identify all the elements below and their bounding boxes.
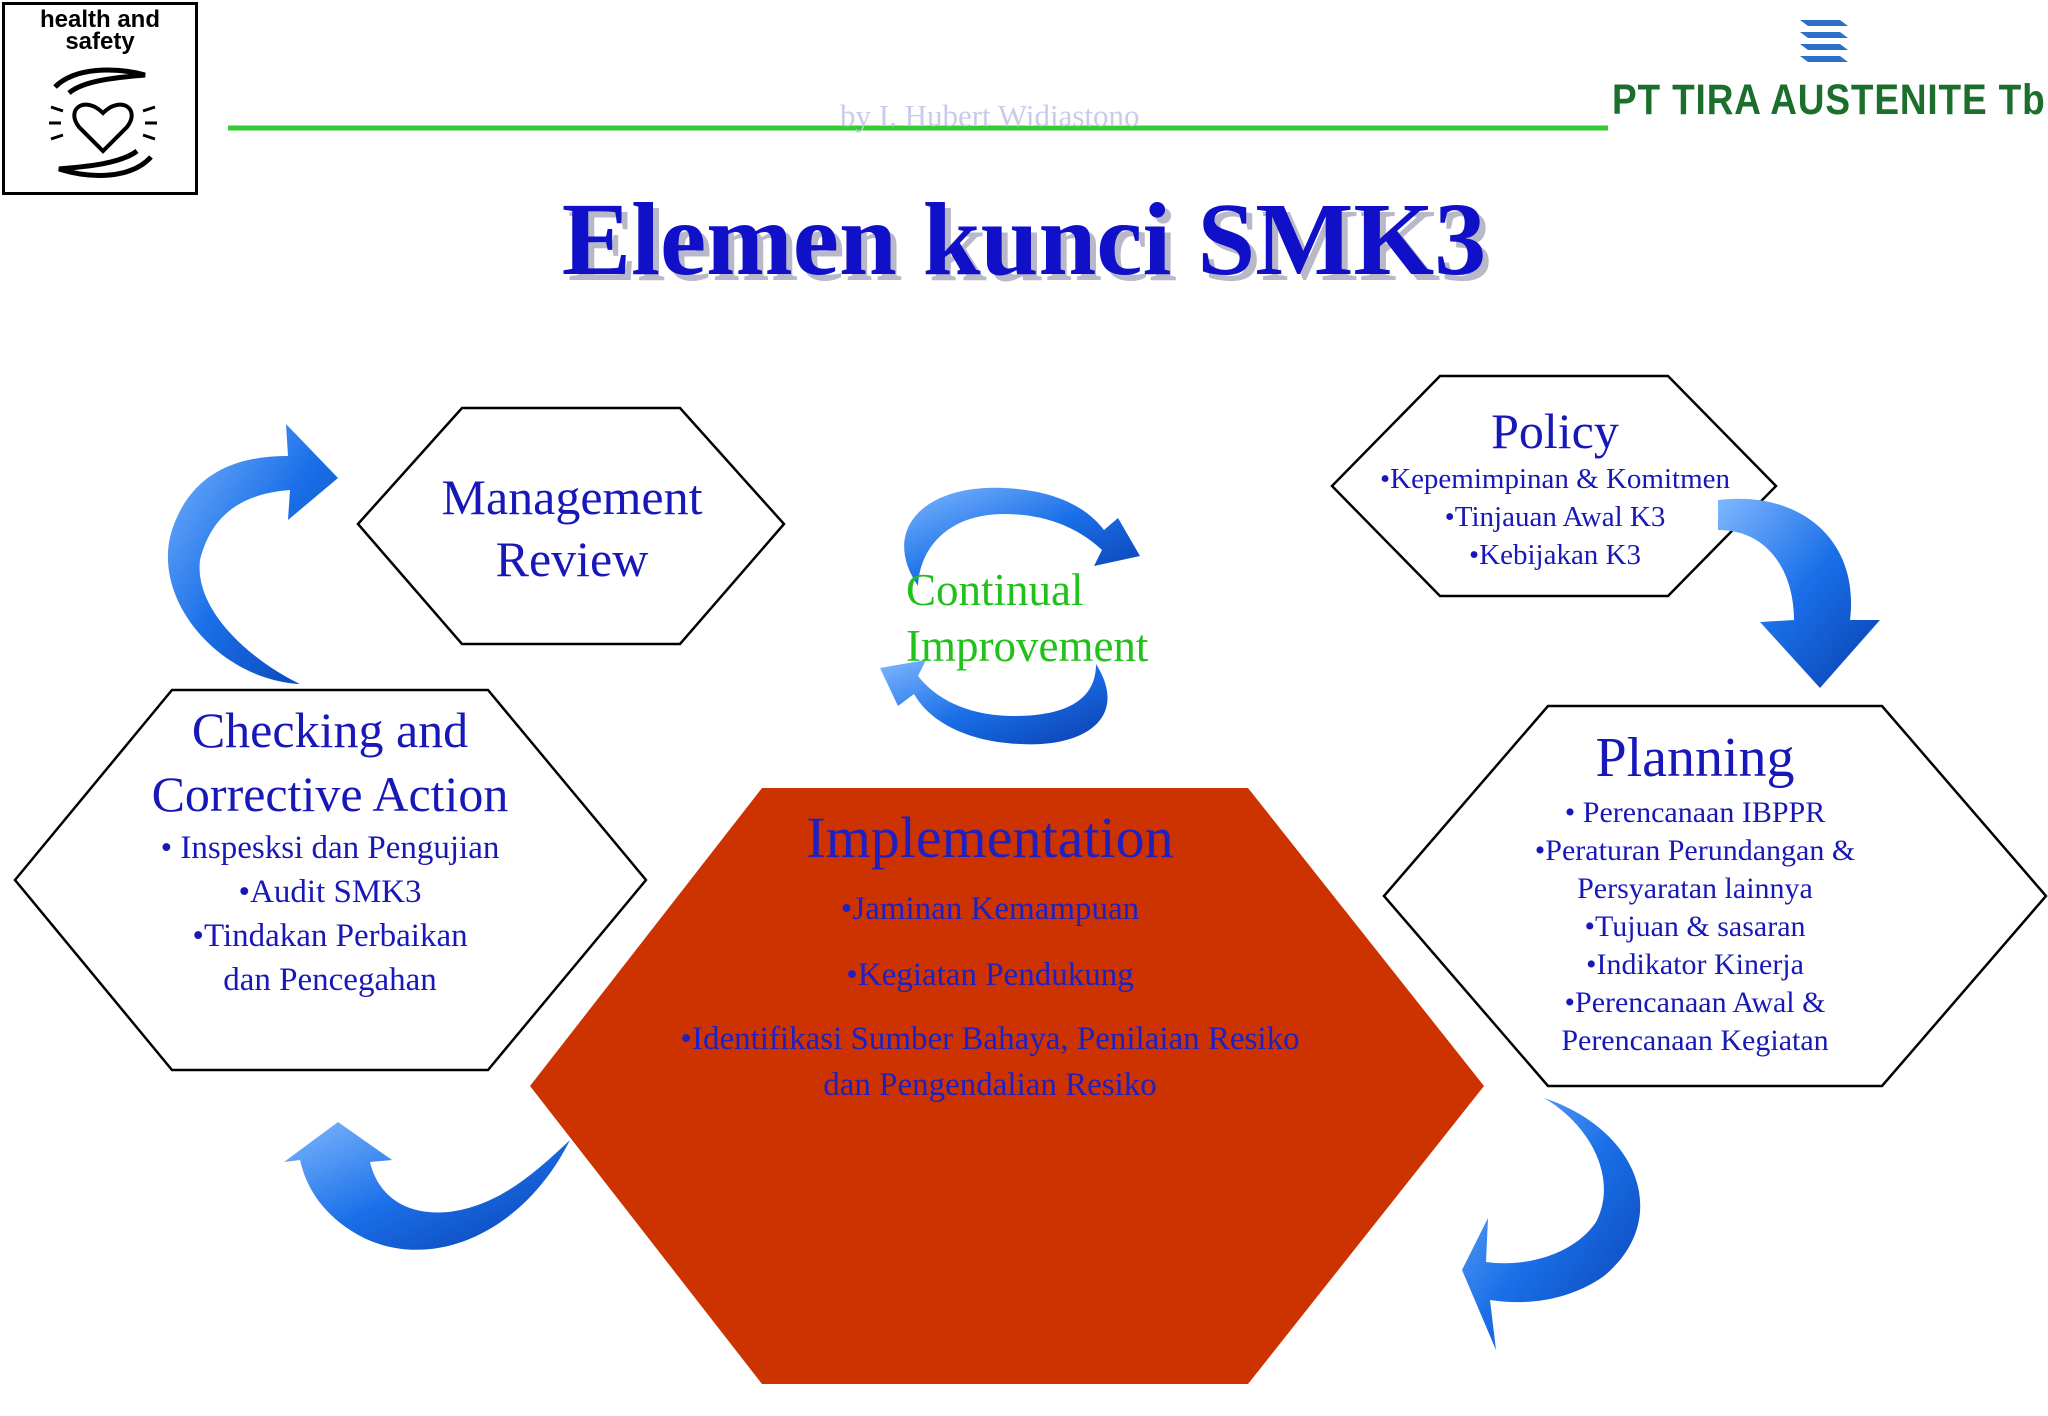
arrow-checking-to-review-icon <box>167 424 338 684</box>
arrow-implementation-to-checking-icon <box>284 1122 570 1250</box>
checking-heading-line-2: Corrective Action <box>151 766 509 822</box>
policy-label: Policy •Kepemimpinan & Komitmen •Tinjaua… <box>1340 402 1770 574</box>
health-safety-logo-text: health and safety <box>5 6 195 55</box>
cycle-top-arrow-icon <box>904 487 1140 586</box>
hands-heart-icon <box>49 67 157 178</box>
implementation-item: •Kegiatan Pendukung <box>846 957 1134 993</box>
management-review-label: Management Review <box>372 466 772 590</box>
cycle-bottom-arrow-icon <box>880 660 1108 745</box>
continual-improvement-label: Continual Improvement <box>906 562 1148 674</box>
continual-improvement-line-2: Improvement <box>906 621 1149 671</box>
checking-hexagon <box>13 688 648 1072</box>
author-credit: by I. Hubert Widiastono <box>840 98 1140 133</box>
checking-item: dan Pencegahan <box>223 962 437 998</box>
planning-hexagon <box>1382 704 2048 1088</box>
implementation-item: •Jaminan Kemampuan <box>840 891 1140 927</box>
planning-item: Perencanaan Kegiatan <box>1561 1024 1829 1057</box>
health-safety-logo: health and safety <box>2 2 198 195</box>
logo-text-line-1: health and <box>39 6 160 33</box>
policy-item: •Kebijakan K3 <box>1468 539 1642 571</box>
management-review-heading-line-2: Review <box>495 531 649 587</box>
page-title: Elemen kunci SMK3 <box>561 182 1487 297</box>
management-review-heading-line-1: Management <box>441 469 703 525</box>
checking-label: Checking and Corrective Action • Inspesk… <box>80 698 580 1002</box>
arrow-planning-to-implementation-icon <box>1462 1098 1641 1350</box>
checking-item: •Audit SMK3 <box>238 874 422 910</box>
logo-text-line-2: safety <box>65 28 135 55</box>
continual-improvement-line-1: Continual <box>906 565 1084 615</box>
implementation-item: •Identifikasi Sumber Bahaya, Penilaian R… <box>680 1021 1300 1057</box>
checking-item: • Inspesksi dan Pengujian <box>160 830 500 866</box>
implementation-heading: Implementation <box>806 805 1174 870</box>
planning-item: Persyaratan lainnya <box>1577 872 1813 905</box>
policy-hexagon <box>1330 374 1778 598</box>
implementation-hexagon <box>530 788 1484 1384</box>
planning-item: •Peraturan Perundangan & <box>1534 834 1856 867</box>
policy-item: •Tinjauan Awal K3 <box>1444 501 1666 533</box>
checking-heading-line-1: Checking and <box>191 702 469 758</box>
planning-item: • Perencanaan IBPPR <box>1564 796 1826 829</box>
planning-heading: Planning <box>1595 727 1795 789</box>
planning-item: •Tujuan & sasaran <box>1584 910 1806 943</box>
company-name: PT TIRA AUSTENITE Tbk <box>1612 76 2048 124</box>
planning-item: •Indikator Kinerja <box>1586 948 1804 981</box>
implementation-item: dan Pengendalian Resiko <box>823 1067 1157 1103</box>
policy-heading: Policy <box>1491 403 1619 459</box>
checking-item: •Tindakan Perbaikan <box>192 918 468 954</box>
implementation-label: Implementation •Jaminan Kemampuan •Kegia… <box>600 800 1380 1108</box>
management-review-hexagon <box>356 406 786 646</box>
arrow-policy-to-planning-icon <box>1718 498 1880 688</box>
planning-label: Planning • Perencanaan IBPPR •Peraturan … <box>1470 722 1920 1060</box>
planning-item: •Perencanaan Awal & <box>1564 986 1826 1019</box>
policy-item: •Kepemimpinan & Komitmen <box>1379 463 1731 495</box>
company-logo-icon <box>1800 20 1848 62</box>
